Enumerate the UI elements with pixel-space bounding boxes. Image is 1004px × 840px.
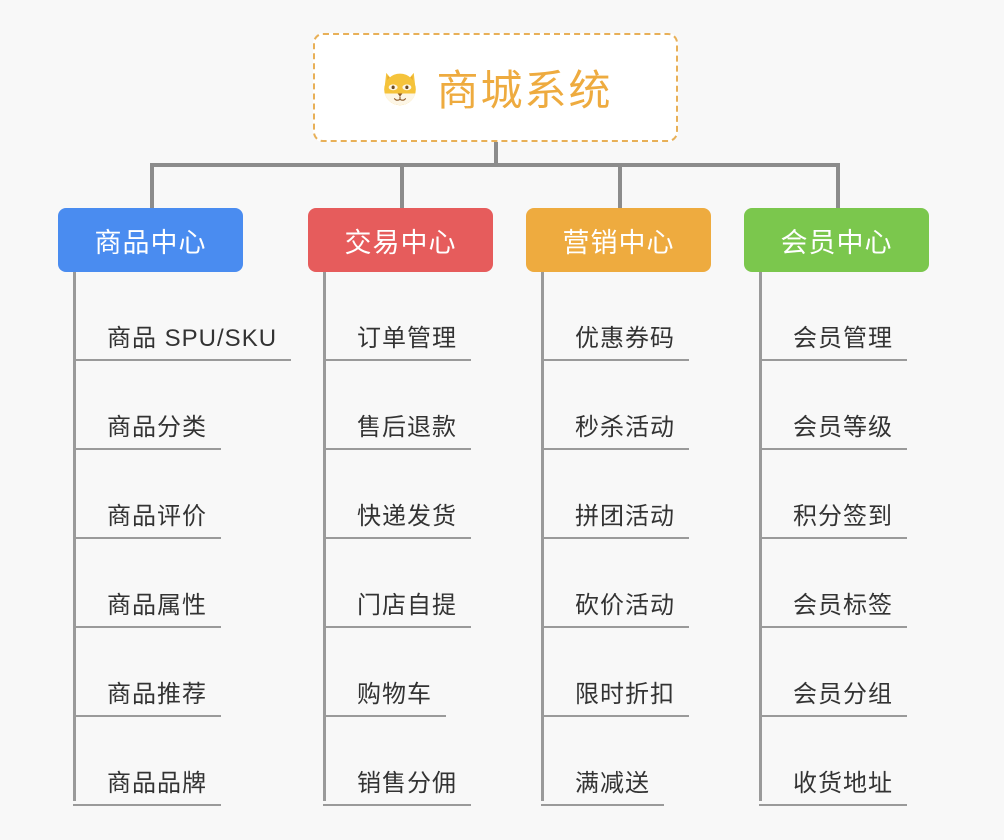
leaf-label: 售后退款 <box>357 414 457 441</box>
leaf-label: 销售分佣 <box>357 770 457 797</box>
leaf-label: 会员分组 <box>793 681 893 708</box>
root-node[interactable]: 商城系统 <box>313 33 678 142</box>
leaf-label: 会员管理 <box>793 325 893 352</box>
leaf-item[interactable]: 售后退款 <box>323 361 471 450</box>
leaf-trunk-line <box>541 272 544 801</box>
category-box-member-center[interactable]: 会员中心 <box>744 208 929 272</box>
leaf-item[interactable]: 会员管理 <box>759 272 907 361</box>
leaf-item[interactable]: 商品评价 <box>73 450 221 539</box>
category-label-trade-center: 交易中心 <box>344 227 457 258</box>
category-label-product-center: 商品中心 <box>94 227 207 258</box>
leaf-label: 秒杀活动 <box>575 414 675 441</box>
leaf-label: 积分签到 <box>793 503 893 530</box>
branch-drop-connector-1 <box>150 163 154 208</box>
shiba-dog-face-icon <box>378 66 422 110</box>
root-stem-connector <box>494 142 498 165</box>
root-title: 商城系统 <box>436 67 613 114</box>
leaf-label: 门店自提 <box>357 592 457 619</box>
leaf-item[interactable]: 门店自提 <box>323 539 471 628</box>
leaf-item[interactable]: 限时折扣 <box>541 628 689 717</box>
leaf-label: 商品推荐 <box>107 681 207 708</box>
leaf-item[interactable]: 商品属性 <box>73 539 221 628</box>
leaf-item[interactable]: 砍价活动 <box>541 539 689 628</box>
leaf-item[interactable]: 收货地址 <box>759 717 907 806</box>
leaf-item[interactable]: 会员等级 <box>759 361 907 450</box>
leaf-label: 收货地址 <box>793 770 893 797</box>
leaf-label: 限时折扣 <box>575 681 675 708</box>
leaf-item[interactable]: 秒杀活动 <box>541 361 689 450</box>
leaf-label: 会员标签 <box>793 592 893 619</box>
leaf-label: 满减送 <box>575 770 650 797</box>
horizontal-bus-connector <box>150 163 840 167</box>
category-label-member-center: 会员中心 <box>780 227 893 258</box>
leaf-trunk-line <box>323 272 326 801</box>
leaf-item[interactable]: 商品品牌 <box>73 717 221 806</box>
leaf-item[interactable]: 积分签到 <box>759 450 907 539</box>
leaf-trunk-line <box>73 272 76 801</box>
leaf-trunk-line <box>759 272 762 801</box>
leaf-label: 砍价活动 <box>575 592 675 619</box>
leaf-item[interactable]: 订单管理 <box>323 272 471 361</box>
leaf-label: 商品品牌 <box>107 770 207 797</box>
leaf-label: 拼团活动 <box>575 503 675 530</box>
branch-drop-connector-3 <box>618 163 622 208</box>
category-box-marketing-center[interactable]: 营销中心 <box>526 208 711 272</box>
branch-drop-connector-2 <box>400 163 404 208</box>
leaf-label: 商品分类 <box>107 414 207 441</box>
leaf-item[interactable]: 购物车 <box>323 628 446 717</box>
leaf-item[interactable]: 商品推荐 <box>73 628 221 717</box>
leaf-label: 订单管理 <box>357 325 457 352</box>
leaf-label: 商品评价 <box>107 503 207 530</box>
leaf-item[interactable]: 商品分类 <box>73 361 221 450</box>
leaf-item[interactable]: 拼团活动 <box>541 450 689 539</box>
leaf-item[interactable]: 商品 SPU/SKU <box>73 272 292 361</box>
leaf-item[interactable]: 快递发货 <box>323 450 471 539</box>
category-box-trade-center[interactable]: 交易中心 <box>308 208 493 272</box>
leaf-label: 快递发货 <box>357 503 457 530</box>
leaf-item[interactable]: 优惠券码 <box>541 272 689 361</box>
leaf-item[interactable]: 满减送 <box>541 717 664 806</box>
leaf-item[interactable]: 销售分佣 <box>323 717 471 806</box>
leaf-label: 商品 SPU/SKU <box>107 325 278 352</box>
leaf-label: 优惠券码 <box>575 325 675 352</box>
branch-drop-connector-4 <box>836 163 840 208</box>
leaf-label: 购物车 <box>357 681 432 708</box>
category-box-product-center[interactable]: 商品中心 <box>58 208 243 272</box>
leaf-label: 会员等级 <box>793 414 893 441</box>
leaf-item[interactable]: 会员分组 <box>759 628 907 717</box>
leaf-item[interactable]: 会员标签 <box>759 539 907 628</box>
category-label-marketing-center: 营销中心 <box>562 227 675 258</box>
leaf-label: 商品属性 <box>107 592 207 619</box>
